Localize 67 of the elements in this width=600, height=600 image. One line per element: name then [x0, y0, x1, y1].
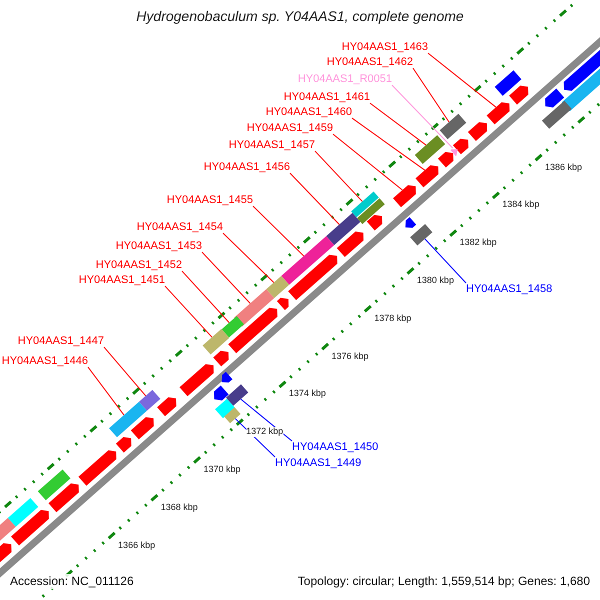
scale-label: 1380 kbp	[416, 276, 454, 286]
gene-label: HY04AAS1_1446	[2, 355, 88, 368]
gene-block	[410, 224, 432, 246]
leader-line	[222, 232, 274, 283]
leader-line	[182, 270, 230, 324]
leader-line	[104, 346, 146, 396]
scale-label: 1370 kbp	[203, 465, 240, 475]
gene-feature	[450, 149, 458, 156]
scale-label: 1372 kbp	[246, 427, 284, 438]
gene-label: HY04AAS1_1452	[96, 259, 182, 272]
leader-line	[88, 366, 124, 416]
scale-label: 1386 kbp	[545, 162, 582, 173]
gene-block	[234, 289, 274, 327]
scale-label: 1374 kbp	[288, 389, 326, 400]
leader-line	[370, 102, 426, 146]
gene-feature	[393, 185, 416, 208]
scale-label: 1382 kbp	[460, 238, 497, 248]
gene-label: HY04AAS1_1459	[246, 122, 333, 134]
gene-label: HY04AAS1_1456	[204, 161, 290, 174]
leader-line	[202, 252, 251, 304]
leader-line	[290, 172, 340, 225]
gene-block	[109, 402, 147, 438]
gene-label: HY04AAS1_1454	[136, 221, 223, 234]
gene-block	[139, 390, 160, 411]
leader-line	[164, 286, 212, 338]
gene-label: HY04AAS1_1461	[284, 91, 370, 104]
scale-label: 1366 kbp	[118, 540, 156, 550]
leader-line	[332, 134, 403, 191]
gene-block	[266, 276, 290, 298]
gene-feature	[416, 165, 438, 188]
gene-label: HY04AAS1_1458	[466, 283, 552, 296]
scale-label: 1378 kbp	[374, 314, 412, 324]
accession-text: Accession: NC_011126	[8, 574, 136, 590]
gene-block	[226, 384, 248, 406]
leader-line	[352, 118, 426, 171]
diagram-title: Hydrogenobaculum sp. Y04AAS1, complete genome	[135, 9, 465, 24]
scale-label: 1376 kbp	[332, 352, 369, 362]
gene-block	[202, 328, 230, 354]
gene-block	[351, 192, 379, 218]
gene-label: HY04AAS1_1447	[18, 335, 104, 348]
gene-label: HY04AAS1_R0051	[298, 73, 392, 86]
scale-label: 1368 kbp	[160, 502, 198, 513]
leader-line	[252, 206, 304, 256]
gene-label: HY04AAS1_1460	[266, 106, 352, 118]
gene-block	[440, 114, 466, 140]
gene-block	[542, 100, 572, 129]
gene-label: HY04AAS1_1453	[116, 240, 202, 252]
leader-line	[412, 68, 450, 123]
gene-label: HY04AAS1_1457	[228, 139, 315, 152]
leader-line	[428, 52, 496, 108]
gene-block	[281, 236, 334, 285]
genome-summary-text: Topology: circular; Length: 1,559,514 bp; Genes: 1,680	[296, 574, 592, 590]
leader-line	[392, 84, 454, 149]
gene-label: HY04AAS1_1450	[292, 441, 378, 454]
leader-line	[424, 238, 466, 284]
gene-label: HY04AAS1_1451	[78, 274, 165, 286]
gene-label: HY04AAS1_1463	[342, 41, 428, 54]
scale-label: 1384 kbp	[502, 200, 540, 210]
gene-label: HY04AAS1_1455	[166, 194, 253, 206]
gene-label: HY04AAS1_1462	[326, 56, 413, 68]
gene-feature	[486, 102, 510, 124]
gene-block	[224, 407, 241, 424]
gene-block	[326, 212, 360, 246]
gene-block	[414, 135, 446, 164]
leader-line	[314, 150, 363, 202]
gene-block	[222, 316, 244, 338]
gene-label: HY04AAS1_1449	[275, 457, 362, 470]
